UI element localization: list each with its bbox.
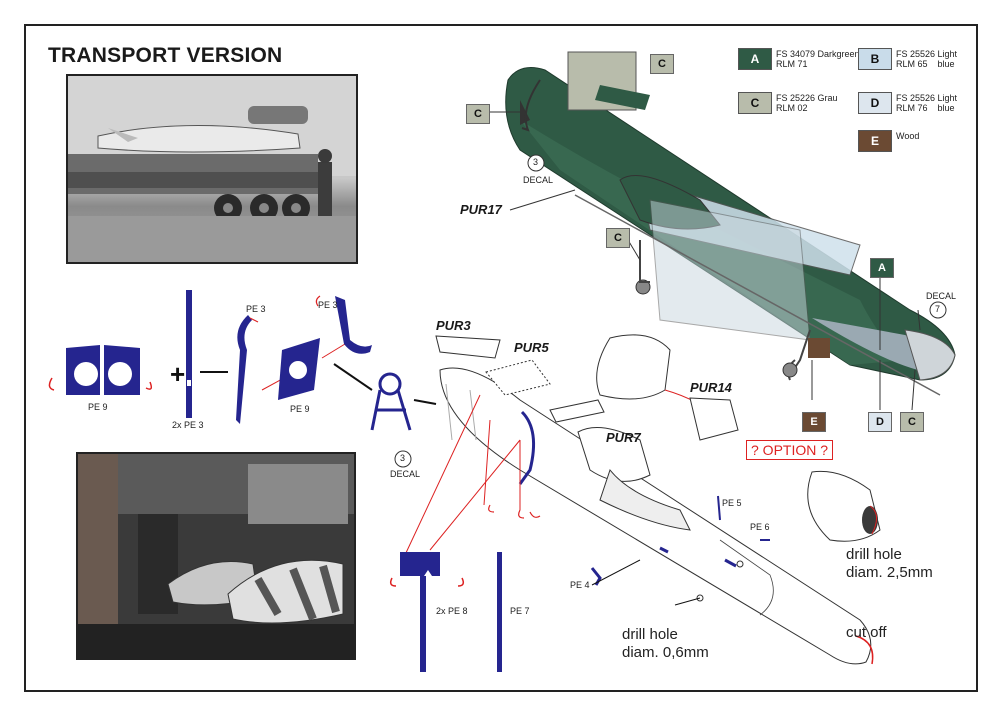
pe7-part — [497, 552, 502, 672]
pe3-bracket-b — [315, 295, 372, 354]
pe3-strip — [186, 290, 192, 418]
painted-missile — [505, 51, 956, 396]
legend-swatch-a: A — [738, 48, 772, 70]
page-title: TRANSPORT VERSION — [48, 44, 283, 67]
label-pur5: PUR5 — [514, 340, 549, 355]
legend-swatch-c: C — [738, 92, 772, 114]
label-pe9-mid: PE 9 — [290, 404, 310, 414]
label-pe3-2x: 2x PE 3 — [172, 420, 204, 430]
label-pe3-a: PE 3 — [246, 304, 266, 314]
pur14-nozzle — [596, 334, 739, 441]
label-decal-b: DECAL — [390, 469, 421, 479]
decal-number-3b: 3 — [400, 453, 406, 463]
drawing-frame — [24, 24, 978, 692]
cut-off-note: cut off — [846, 624, 887, 641]
drill-note-0-6mm: drill hole diam. 0,6mm — [622, 626, 709, 662]
pe9-part-left — [48, 345, 153, 395]
label-pur3: PUR3 — [436, 318, 471, 333]
photo-hangar — [76, 452, 356, 660]
marker-c-left: C — [466, 104, 490, 124]
drill-note-line1: drill hole — [622, 626, 678, 643]
pe3-bracket-a — [236, 315, 259, 424]
label-pe8: 2x PE 8 — [436, 606, 468, 616]
label-pe6: PE 6 — [750, 522, 770, 532]
legend-swatch-e: E — [858, 130, 892, 152]
drill-note-line2: diam. 2,5mm — [846, 564, 933, 581]
marker-c-bottom: C — [900, 412, 924, 432]
intake-cone — [807, 470, 881, 542]
stand-frame — [370, 372, 412, 431]
marker-a: A — [870, 258, 894, 278]
pe8-part — [389, 552, 465, 672]
label-pe4: PE 4 — [570, 580, 590, 590]
plus-sign: + — [170, 359, 185, 389]
option-tag: ? OPTION ? — [746, 440, 834, 460]
pe9-part-mid — [278, 338, 320, 400]
fuselage-assembly — [404, 335, 874, 665]
legend-swatch-d: D — [858, 92, 892, 114]
marker-c-mid: C — [606, 228, 630, 248]
marker-d: D — [868, 412, 892, 432]
label-pur17: PUR17 — [460, 202, 502, 217]
label-pe5: PE 5 — [722, 498, 742, 508]
label-decal-a: DECAL — [523, 175, 554, 185]
legend-text-e: Wood — [896, 131, 920, 141]
label-pe3-b: PE 3 — [318, 300, 338, 310]
label-decal-c: DECAL — [926, 291, 957, 301]
marker-c-top: C — [650, 54, 674, 74]
label-pe7: PE 7 — [510, 606, 530, 616]
marker-e: E — [802, 412, 826, 432]
decal-number-7: 7 — [935, 304, 941, 314]
drill-note-line2: diam. 0,6mm — [622, 644, 709, 661]
label-pur14: PUR14 — [690, 380, 732, 395]
decal-number-3a: 3 — [533, 157, 539, 167]
drill-note-2-5mm: drill hole diam. 2,5mm — [846, 546, 933, 582]
photo-transport-trailer — [66, 74, 358, 264]
drill-note-line1: drill hole — [846, 546, 902, 563]
label-pur7: PUR7 — [606, 430, 641, 445]
label-pe9-left: PE 9 — [88, 402, 108, 412]
legend-swatch-b: B — [858, 48, 892, 70]
